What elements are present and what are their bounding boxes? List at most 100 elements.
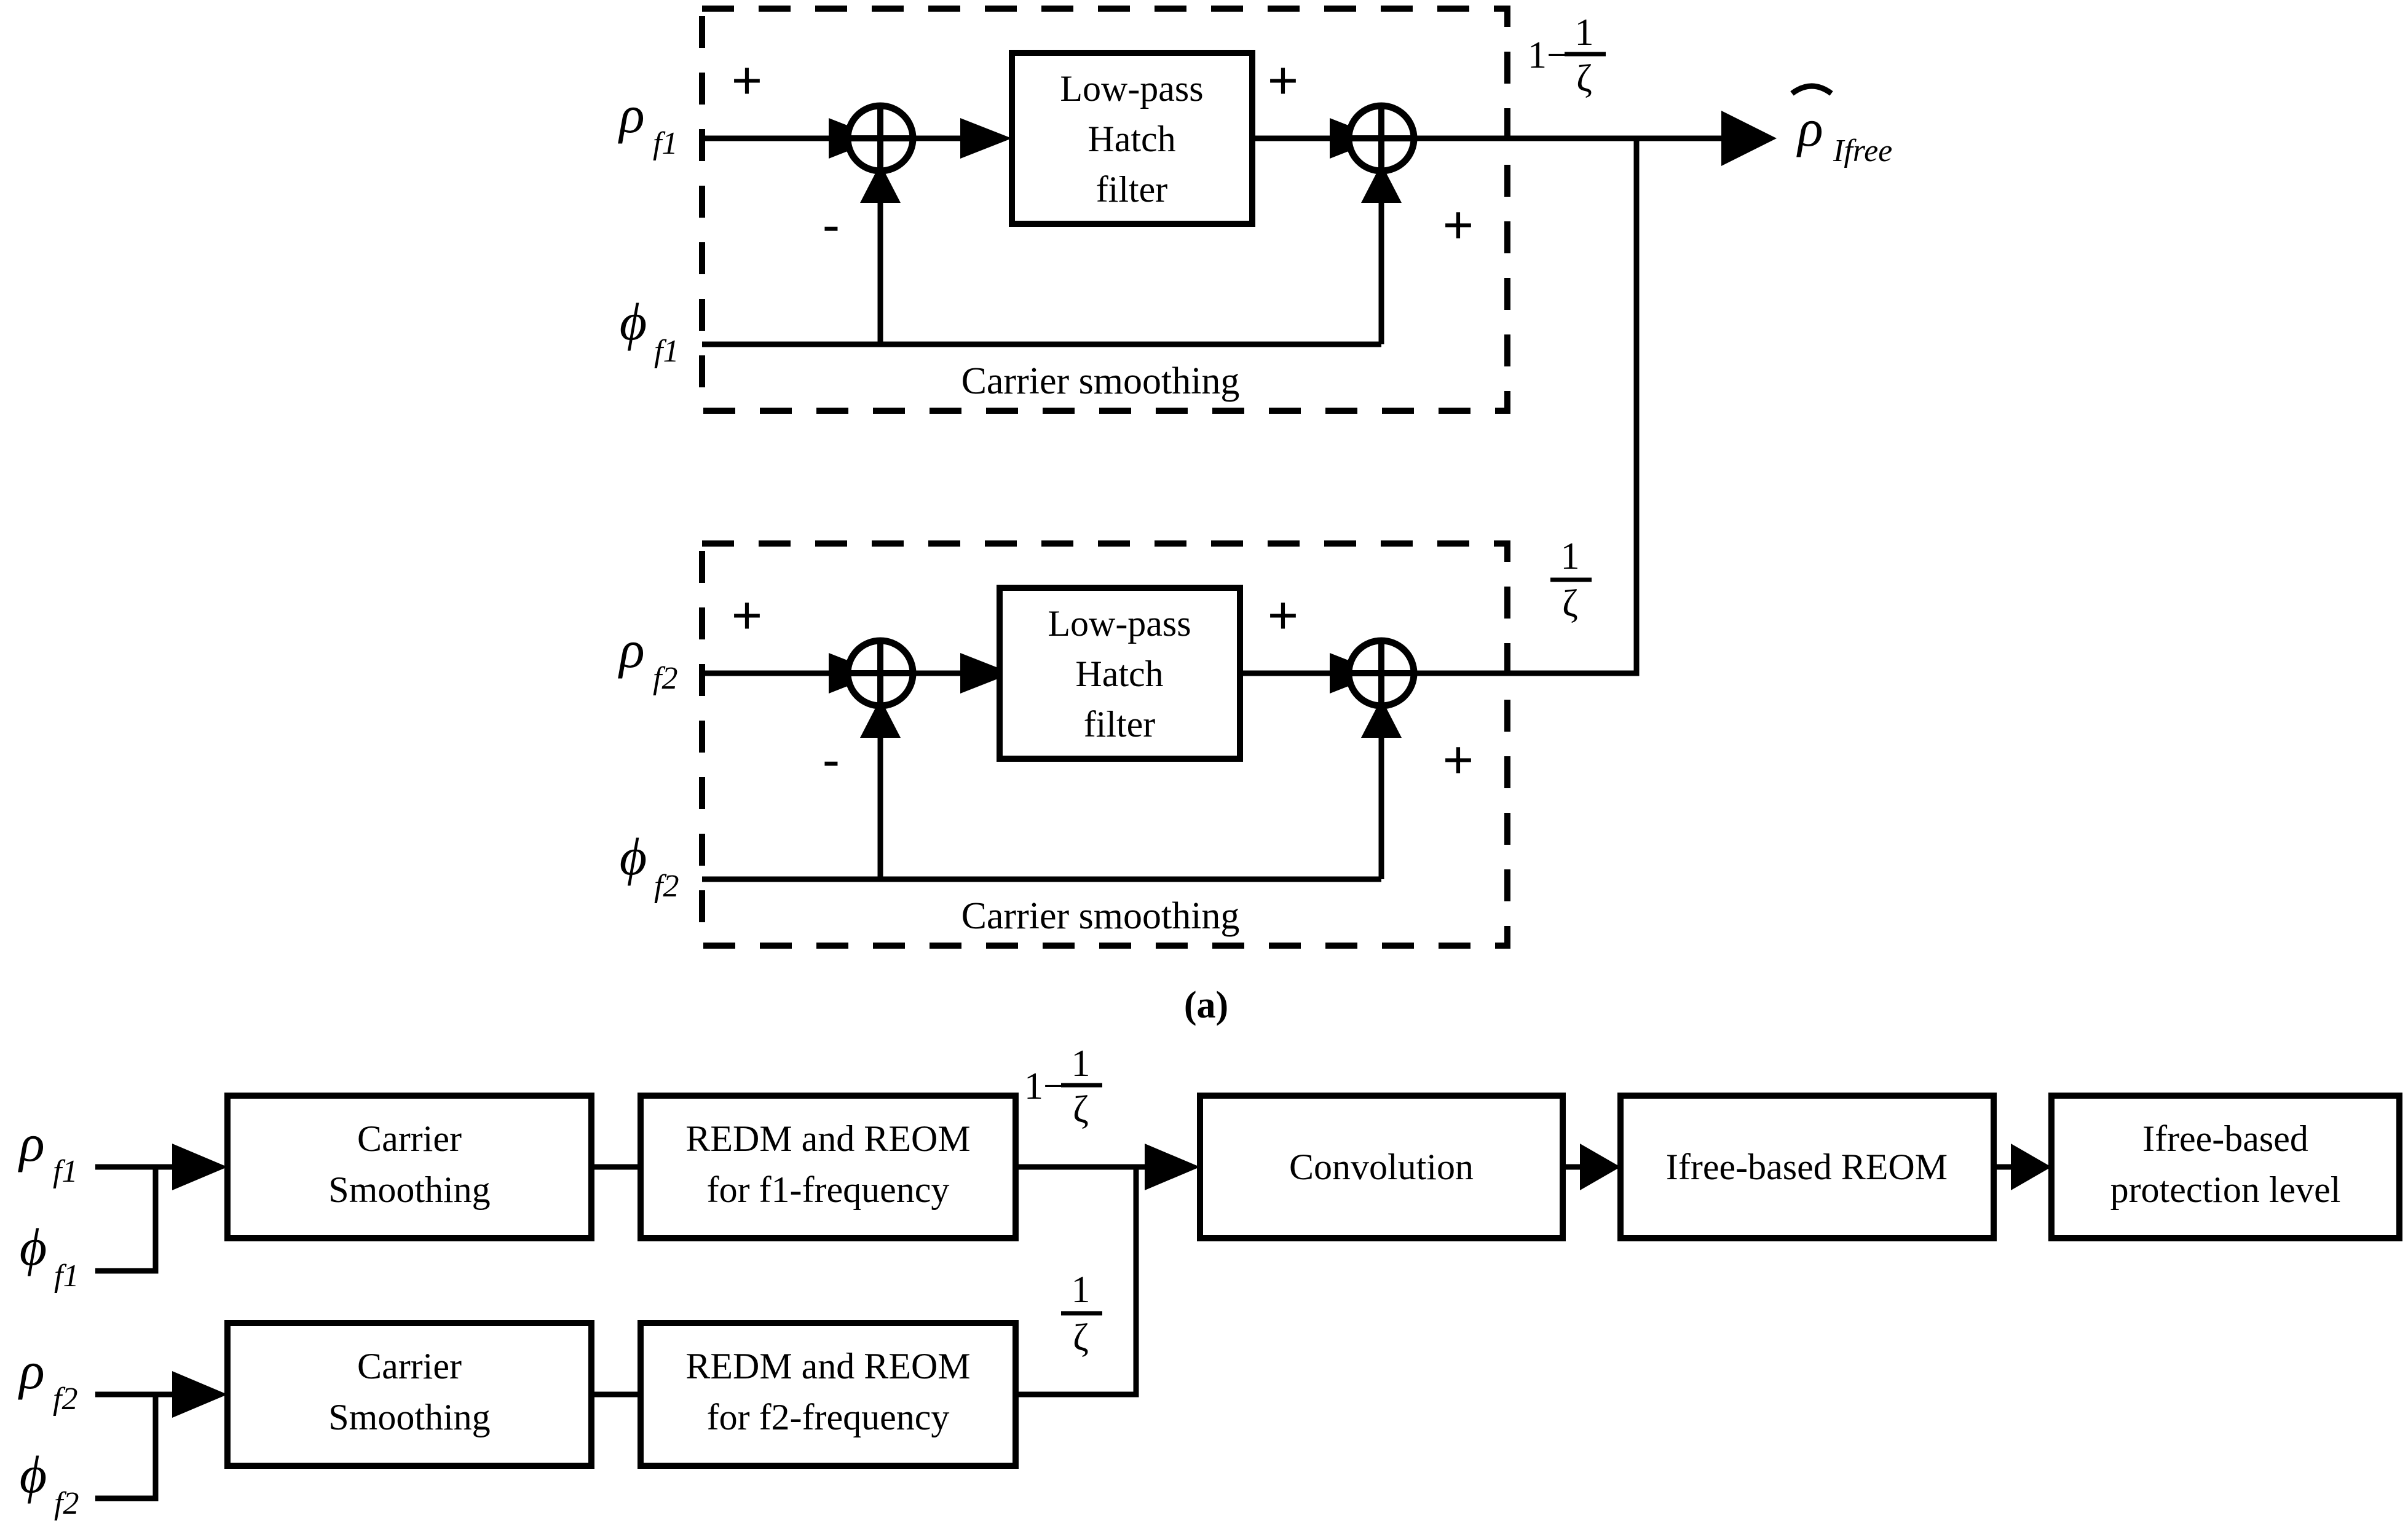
arrowhead-phi-f1-sum2: [1361, 164, 1402, 203]
rho-f1-subscript: f1: [53, 1154, 77, 1189]
convolution-box-rect: [1197, 1093, 1566, 1241]
rho-f2-glyph: ρ: [17, 1341, 44, 1400]
summing-junction-f1-2: [1345, 102, 1418, 175]
rho-f2-subscript: f2: [653, 661, 677, 696]
protection-label-line2: protection level: [2110, 1169, 2341, 1210]
rho-f1-subscript: f1: [653, 126, 677, 161]
convolution-box: Convolution: [1197, 1093, 1566, 1241]
panel-b-row-f2: ρ f2 ϕ f2 Carrier Smoothing REDM and REO…: [17, 1167, 1139, 1521]
carrier-smoothing-box-f1: Carrier Smoothing: [224, 1093, 594, 1241]
input-rho-f2: ρ f2: [617, 620, 677, 696]
output-rho-hat-ifree: ρ Ifree: [1790, 83, 1892, 168]
redm-label-line2: for f2-frequency: [707, 1397, 950, 1437]
cs-box-rect: [224, 1320, 594, 1469]
panel-b-gain-label-f2: 1 ζ: [1061, 1269, 1102, 1359]
gain-prefix-f1: 1−: [1528, 34, 1568, 76]
arrowhead-conv-in: [1145, 1144, 1200, 1190]
filter-label-line1: Low-pass: [1060, 68, 1203, 109]
filter-box-rect: [1009, 50, 1255, 227]
plus-sign-f2-sum2-top: +: [1268, 586, 1298, 645]
cs-label-line2: Smoothing: [328, 1397, 490, 1437]
phi-f1-glyph: ϕ: [620, 292, 647, 351]
arrowhead-filter-in-f1: [960, 118, 1012, 159]
dashed-group-box-f2: [699, 540, 1510, 949]
carrier-smoothing-label-f2: Carrier smoothing: [961, 895, 1240, 937]
arrowhead-filter-in-f2: [960, 653, 1012, 694]
lowpass-hatch-filter-box-f1: Low-pass Hatch filter: [1009, 50, 1255, 227]
arrowhead-cs-f1-in: [172, 1144, 227, 1190]
panel-b-input-phi-f1: ϕ f1: [20, 1217, 79, 1294]
phi-f2-subscript: f2: [654, 869, 679, 904]
cs-label-line2: Smoothing: [328, 1169, 490, 1210]
cs-label-line1: Carrier: [357, 1346, 462, 1386]
ifree-protection-level-box: Ifree-based protection level: [2048, 1093, 2402, 1241]
gain-denominator-f1: ζ: [1073, 1089, 1089, 1131]
gain-label-f2: 1 ζ: [1550, 536, 1592, 625]
panel-b-row-f1: ρ f1 ϕ f1 Carrier Smoothing REDM and REO…: [17, 1043, 1200, 1294]
protection-box-rect: [2048, 1093, 2402, 1241]
filter-label-line1: Low-pass: [1048, 603, 1191, 644]
panel-a-row-f2: ρ f2 + - Low-pass Hatch filter +: [617, 138, 1640, 949]
gain-prefix-f1: 1−: [1024, 1065, 1065, 1107]
phi-f1-subscript: f1: [54, 1259, 79, 1294]
redm-box-rect: [638, 1093, 1019, 1241]
arrowhead-phi-f2-sum1: [860, 698, 901, 738]
ifree-reom-box-rect: [1617, 1093, 1997, 1241]
wire-phi-f2-merge: [95, 1394, 159, 1501]
filter-label-line3: filter: [1084, 704, 1156, 745]
gain-numerator-f2: 1: [1072, 1269, 1091, 1311]
hat-accent-icon: [1790, 83, 1833, 96]
gain-numerator-f1: 1: [1072, 1043, 1091, 1085]
wire-f2-output-join: [1414, 138, 1640, 676]
dashed-group-box-f1: [699, 6, 1510, 414]
redm-label-line1: REDM and REOM: [685, 1118, 970, 1159]
cs-box-rect: [224, 1093, 594, 1241]
wire-phi-f1-merge: [95, 1167, 159, 1274]
rho-f2-subscript: f2: [53, 1382, 77, 1417]
phi-f2-glyph: ϕ: [20, 1445, 47, 1504]
redm-label-line1: REDM and REOM: [685, 1346, 970, 1386]
redm-label-line2: for f1-frequency: [707, 1169, 950, 1210]
minus-sign-f1: -: [823, 196, 840, 255]
input-rho-f1: ρ f1: [617, 85, 677, 161]
phi-f2-subscript: f2: [54, 1486, 79, 1521]
gain-denominator-f2: ζ: [1073, 1317, 1089, 1359]
plus-sign-f1-sum2-top: +: [1268, 51, 1298, 110]
arrowhead-phi-f1-sum1: [860, 164, 901, 203]
redm-reom-box-f1: REDM and REOM for f1-frequency: [638, 1093, 1019, 1241]
rho-ifree-glyph: ρ: [1796, 98, 1823, 157]
filter-label-line3: filter: [1096, 169, 1168, 210]
gain-denominator-f2: ζ: [1562, 583, 1578, 625]
plus-sign-f1-sum2-bottom: +: [1443, 196, 1474, 255]
arrowhead-reom-in: [1580, 1144, 1620, 1190]
rho-f1-glyph: ρ: [17, 1113, 44, 1172]
gain-denominator-f1: ζ: [1576, 58, 1592, 100]
rho-f2-glyph: ρ: [617, 620, 644, 679]
filter-label-line2: Hatch: [1075, 654, 1163, 694]
wire-redm-f2-join: [1016, 1167, 1139, 1398]
minus-sign-f2: -: [823, 730, 840, 789]
ifree-reom-label: Ifree-based REOM: [1666, 1147, 1948, 1187]
ifree-based-reom-box: Ifree-based REOM: [1617, 1093, 1997, 1241]
phi-f2-glyph: ϕ: [620, 827, 647, 886]
gain-numerator-f2: 1: [1561, 536, 1580, 577]
redm-reom-box-f2: REDM and REOM for f2-frequency: [638, 1320, 1019, 1469]
panel-b-right-chain: Convolution Ifree-based REOM Ifree-based…: [1197, 1093, 2402, 1241]
summing-junction-f1-1: [844, 102, 917, 175]
convolution-label: Convolution: [1289, 1147, 1474, 1187]
gain-numerator-f1: 1: [1575, 12, 1594, 53]
lowpass-hatch-filter-box-f2: Low-pass Hatch filter: [997, 585, 1243, 762]
panel-a-caption: (a): [1184, 984, 1228, 1026]
carrier-smoothing-label-f1: Carrier smoothing: [961, 360, 1240, 402]
panel-b-input-phi-f2: ϕ f2: [20, 1445, 79, 1521]
panel-b-gain-label-f1: 1− 1 ζ: [1024, 1043, 1102, 1131]
phi-f1-subscript: f1: [654, 334, 679, 369]
summing-junction-f2-1: [844, 637, 917, 710]
panel-b-input-rho-f1: ρ f1: [17, 1113, 77, 1189]
cs-label-line1: Carrier: [357, 1118, 462, 1159]
gain-label-f1: 1− 1 ζ: [1528, 12, 1606, 100]
protection-label-line1: Ifree-based: [2142, 1118, 2308, 1159]
panel-a-row-f1: ρ f1 + - Low-pass Hatch filter: [617, 6, 1892, 414]
